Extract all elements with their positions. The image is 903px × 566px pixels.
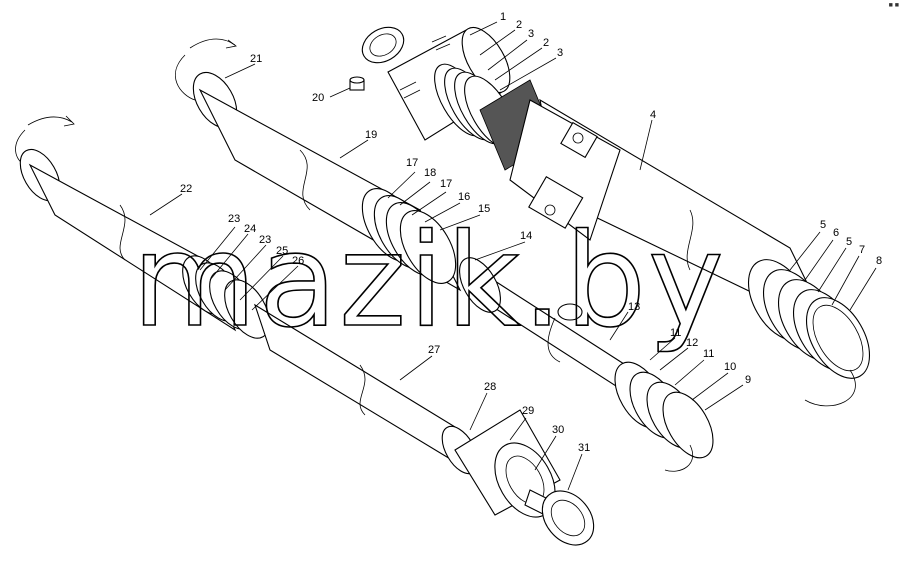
callout-23: 23 bbox=[228, 213, 240, 225]
callout-11b: 11 bbox=[703, 348, 714, 360]
callout-16: 16 bbox=[458, 191, 470, 203]
cylinder-assembly-upper bbox=[361, 26, 871, 407]
callout-5: 5 bbox=[820, 219, 826, 231]
callout-6: 6 bbox=[833, 227, 839, 239]
callout-8: 8 bbox=[876, 255, 882, 267]
callout-12: 12 bbox=[686, 337, 698, 349]
callout-17b: 17 bbox=[440, 178, 452, 190]
callout-23b: 23 bbox=[259, 234, 271, 246]
port-block bbox=[528, 176, 584, 229]
callout-2: 2 bbox=[516, 19, 522, 31]
tube-22 bbox=[28, 163, 237, 332]
callout-24: 24 bbox=[244, 223, 256, 235]
callout-4: 4 bbox=[650, 109, 656, 121]
callouts: 1 2 3 2 3 4 5 6 5 7 8 9 10 11 12 11 13 1… bbox=[180, 11, 882, 454]
callout-9: 9 bbox=[745, 374, 751, 386]
callout-15: 15 bbox=[478, 203, 490, 215]
callout-14: 14 bbox=[520, 230, 532, 242]
corner-mark: ■ ■ bbox=[888, 2, 899, 9]
callout-7: 7 bbox=[859, 244, 865, 256]
callout-25: 25 bbox=[276, 245, 288, 257]
callout-3: 3 bbox=[528, 28, 534, 40]
leader-lines bbox=[149, 21, 877, 491]
callout-13: 13 bbox=[628, 301, 640, 313]
callout-20: 20 bbox=[312, 92, 324, 104]
callout-26: 26 bbox=[292, 255, 304, 267]
callout-29: 29 bbox=[522, 405, 534, 417]
watermark: mazik.by bbox=[132, 207, 726, 356]
eye-31 bbox=[541, 490, 595, 546]
callout-22: 22 bbox=[180, 183, 192, 195]
callout-10: 10 bbox=[724, 361, 736, 373]
callout-30: 30 bbox=[552, 424, 564, 436]
ring-8 bbox=[805, 297, 871, 379]
callout-27: 27 bbox=[428, 344, 440, 356]
callout-1: 1 bbox=[500, 11, 506, 23]
callout-17: 17 bbox=[406, 157, 418, 169]
callout-11: 11 bbox=[670, 327, 681, 339]
callout-19: 19 bbox=[365, 129, 377, 141]
upper-eye bbox=[361, 26, 405, 64]
callout-21: 21 bbox=[250, 53, 262, 65]
callout-3b: 3 bbox=[557, 47, 563, 59]
callout-18: 18 bbox=[424, 167, 436, 179]
callout-2b: 2 bbox=[543, 37, 549, 49]
callout-31: 31 bbox=[578, 442, 590, 454]
cylinder-assembly-middle bbox=[174, 38, 714, 472]
ring-9 bbox=[662, 391, 714, 459]
callout-5b: 5 bbox=[846, 236, 852, 248]
callout-28: 28 bbox=[484, 381, 496, 393]
